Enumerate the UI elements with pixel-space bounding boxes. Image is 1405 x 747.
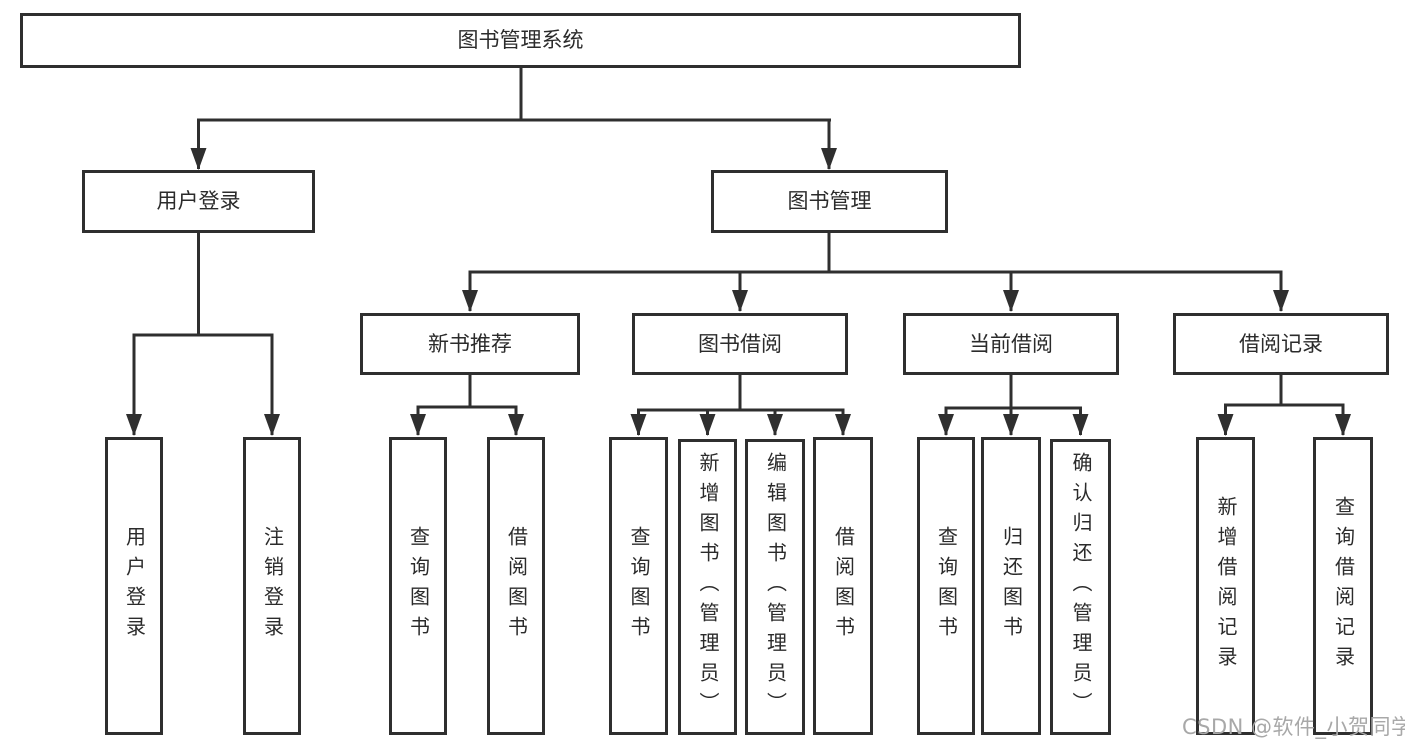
leaf-current-query-books: 查询图书 [917, 437, 975, 735]
node-book-borrowing: 图书借阅 [632, 313, 848, 375]
leaf-logout: 注销登录 [243, 437, 301, 735]
node-current-borrowing: 当前借阅 [903, 313, 1119, 375]
leaf-user-login-label: 用户登录 [122, 526, 147, 646]
leaf-recommend-query-books-label: 查询图书 [406, 526, 431, 646]
node-current-borrowing-label: 当前借阅 [969, 331, 1053, 356]
node-root-system: 图书管理系统 [20, 13, 1021, 68]
node-book-borrowing-label: 图书借阅 [698, 331, 782, 356]
leaf-current-return-books-label: 归还图书 [999, 526, 1024, 646]
csdn-watermark: CSDN @软件_小贺同学 [1182, 715, 1405, 739]
leaf-borrow-edit-books-admin-label: 编辑图书（管理员） [763, 452, 788, 722]
node-root-label: 图书管理系统 [457, 28, 584, 52]
leaf-borrow-query-books-label: 查询图书 [627, 526, 651, 646]
leaf-recommend-borrow-books: 借阅图书 [487, 437, 545, 735]
leaf-recommend-query-books: 查询图书 [389, 437, 447, 735]
leaf-borrow-borrow-books: 借阅图书 [813, 437, 873, 735]
leaf-borrow-query-books: 查询图书 [609, 437, 668, 735]
leaf-recommend-borrow-books-label: 借阅图书 [504, 526, 529, 646]
leaf-user-login: 用户登录 [105, 437, 163, 735]
leaf-borrow-add-books-admin: 新增图书（管理员） [678, 439, 737, 735]
node-book-management-label: 图书管理 [787, 189, 872, 213]
node-new-book-recommend: 新书推荐 [360, 313, 580, 375]
leaf-logout-label: 注销登录 [260, 526, 285, 646]
leaf-borrow-edit-books-admin: 编辑图书（管理员） [745, 439, 805, 735]
leaf-records-query-record: 查询借阅记录 [1313, 437, 1373, 735]
node-book-management: 图书管理 [711, 170, 948, 233]
leaf-current-confirm-return-admin: 确认归还（管理员） [1050, 439, 1111, 735]
node-user-login: 用户登录 [82, 170, 315, 233]
leaf-current-return-books: 归还图书 [981, 437, 1041, 735]
node-new-book-recommend-label: 新书推荐 [428, 331, 512, 356]
leaf-borrow-borrow-books-label: 借阅图书 [831, 526, 856, 646]
node-borrowing-records-label: 借阅记录 [1239, 331, 1323, 356]
node-user-login-label: 用户登录 [156, 189, 241, 213]
leaf-records-add-record-label: 新增借阅记录 [1214, 496, 1238, 676]
leaf-records-query-record-label: 查询借阅记录 [1331, 496, 1356, 676]
leaf-borrow-add-books-admin-label: 新增图书（管理员） [696, 452, 720, 722]
node-borrowing-records: 借阅记录 [1173, 313, 1389, 375]
leaf-records-add-record: 新增借阅记录 [1196, 437, 1255, 735]
leaf-current-query-books-label: 查询图书 [934, 526, 959, 646]
leaf-current-confirm-return-admin-label: 确认归还（管理员） [1069, 452, 1093, 722]
